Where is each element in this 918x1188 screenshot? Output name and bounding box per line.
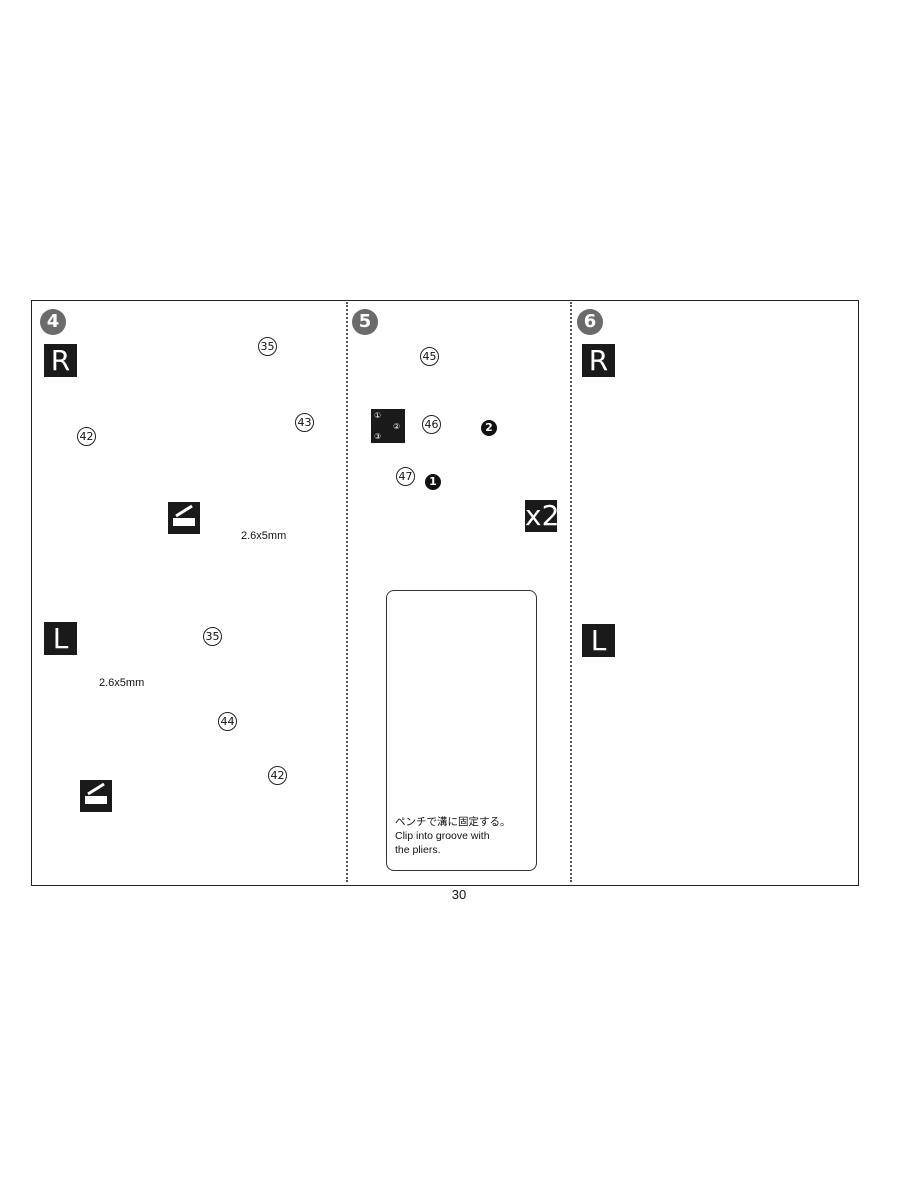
step-number-6: 6 — [577, 309, 603, 335]
note-english-line2: the pliers. — [395, 844, 441, 856]
section-divider-2 — [570, 302, 572, 882]
side-badge-left-6: L — [582, 624, 615, 657]
quantity-multiplier: x2 — [525, 499, 560, 532]
note-japanese: ペンチで溝に固定する。 — [395, 816, 511, 828]
part-label-46: 46 — [422, 415, 441, 434]
note-english-line1: Clip into groove with — [395, 830, 490, 842]
part-label-45: 45 — [420, 347, 439, 366]
side-badge-right-6: R — [582, 344, 615, 377]
section-divider-1 — [346, 302, 348, 882]
instruction-frame — [31, 300, 859, 886]
part-label-42-left: 42 — [268, 766, 287, 785]
part-label-35-right: 35 — [258, 337, 277, 356]
part-label-43: 43 — [295, 413, 314, 432]
screwdriver-icon — [168, 502, 200, 534]
screwdriver-icon — [80, 780, 112, 812]
step-number-4: 4 — [40, 309, 66, 335]
part-label-44: 44 — [218, 712, 237, 731]
page-number: 30 — [451, 887, 467, 902]
detail-note: ペンチで溝に固定する。 Clip into groove with the pl… — [395, 815, 530, 857]
side-badge-right: R — [44, 344, 77, 377]
detail-callout-box — [386, 590, 537, 871]
order-marker-1: 1 — [425, 474, 441, 490]
part-label-47: 47 — [396, 467, 415, 486]
part-label-35-left: 35 — [203, 627, 222, 646]
screw-size-label-right: 2.6x5mm — [241, 530, 287, 542]
side-badge-left: L — [44, 622, 77, 655]
order-marker-2: 2 — [481, 420, 497, 436]
part-label-42-right: 42 — [77, 427, 96, 446]
screw-size-label-left: 2.6x5mm — [99, 677, 145, 689]
sequence-icon: ① ② ③ — [371, 409, 405, 443]
step-number-5: 5 — [352, 309, 378, 335]
